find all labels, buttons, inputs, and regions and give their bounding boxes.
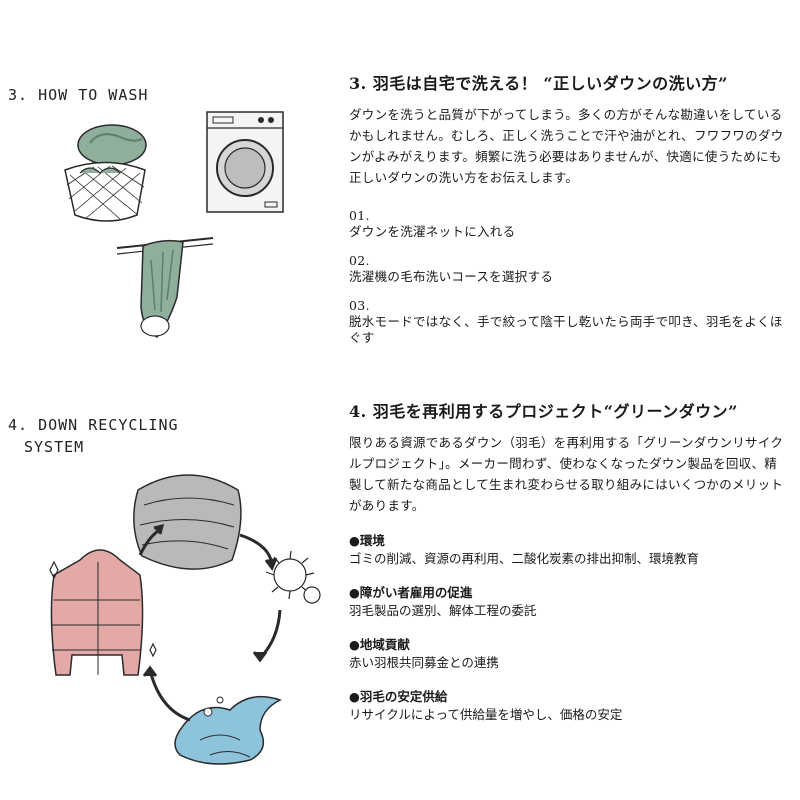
pink-jacket-icon: [50, 549, 144, 676]
step-number: 03.: [349, 298, 370, 313]
step-text: 洗濯機の毛布洗いコースを選択する: [349, 269, 554, 284]
benefit-item: ●羽毛の安定供給 リサイクルによって供給量を増やし、価格の安定: [349, 688, 789, 724]
benefit-text: 羽毛製品の選別、解体工程の委託: [349, 603, 537, 618]
benefit-item: ●地域貢献 赤い羽根共同募金との連携: [349, 636, 789, 672]
down-recycling-label: 4. DOWN RECYCLING SYSTEM: [8, 414, 179, 458]
benefit-text: 赤い羽根共同募金との連携: [349, 655, 499, 670]
how-to-wash-label: 3. HOW TO WASH: [8, 84, 148, 106]
laundry-net-icon: [64, 124, 147, 222]
cycle-arrow-icon: [138, 523, 282, 722]
wash-step: 02. 洗濯機の毛布洗いコースを選択する: [349, 253, 789, 285]
step-text: 脱水モードではなく、手で絞って陰干し乾いたら両手で叩き、羽毛をよくほぐす: [349, 314, 783, 345]
wash-step: 03. 脱水モードではなく、手で絞って陰干し乾いたら両手で叩き、羽毛をよくほぐす: [349, 298, 789, 346]
down-recycling-label-line1: 4. DOWN RECYCLING: [8, 416, 179, 434]
step-text: ダウンを洗濯ネットに入れる: [349, 224, 516, 239]
gray-jacket-icon: [133, 474, 242, 570]
benefit-title: ●障がい者雇用の促進: [349, 585, 473, 600]
wash-step: 01. ダウンを洗濯ネットに入れる: [349, 208, 789, 240]
step-number: 02.: [349, 253, 370, 268]
down-recycling-label-line2: SYSTEM: [24, 438, 85, 456]
benefit-text: ゴミの削減、資源の再利用、二酸化炭素の排出抑制、環境教育: [349, 551, 700, 566]
washing-machine-icon: [206, 111, 284, 213]
recycling-cycle-illustration: [49, 474, 321, 765]
benefit-item: ●障がい者雇用の促進 羽毛製品の選別、解体工程の委託: [349, 584, 789, 620]
step-number: 01.: [349, 208, 370, 223]
benefit-title: ●環境: [349, 533, 385, 548]
benefit-title: ●羽毛の安定供給: [349, 689, 448, 704]
recycle-intro: 限りある資源であるダウン（羽毛）を再利用する「グリーンダウンリサイクルプロジェク…: [349, 435, 784, 513]
wash-intro: ダウンを洗うと品質が下がってしまう。多くの方がそんな勘違いをしているかもしれませ…: [349, 107, 784, 185]
benefit-item: ●環境 ゴミの削減、資源の再利用、二酸化炭素の排出抑制、環境教育: [349, 532, 789, 568]
water-splash-icon: [174, 695, 282, 765]
down-feathers-icon: [265, 550, 321, 604]
hanging-down-icon: [116, 237, 214, 338]
benefit-text: リサイクルによって供給量を増やし、価格の安定: [349, 707, 623, 722]
benefit-title: ●地域貢献: [349, 637, 410, 652]
wash-heading: 3. 羽毛は自宅で洗える！ “正しいダウンの洗い方”: [349, 74, 728, 93]
how-to-wash-label-text: 3. HOW TO WASH: [8, 86, 149, 104]
recycle-heading: 4. 羽毛を再利用するプロジェクト“グリーンダウン”: [349, 402, 738, 421]
